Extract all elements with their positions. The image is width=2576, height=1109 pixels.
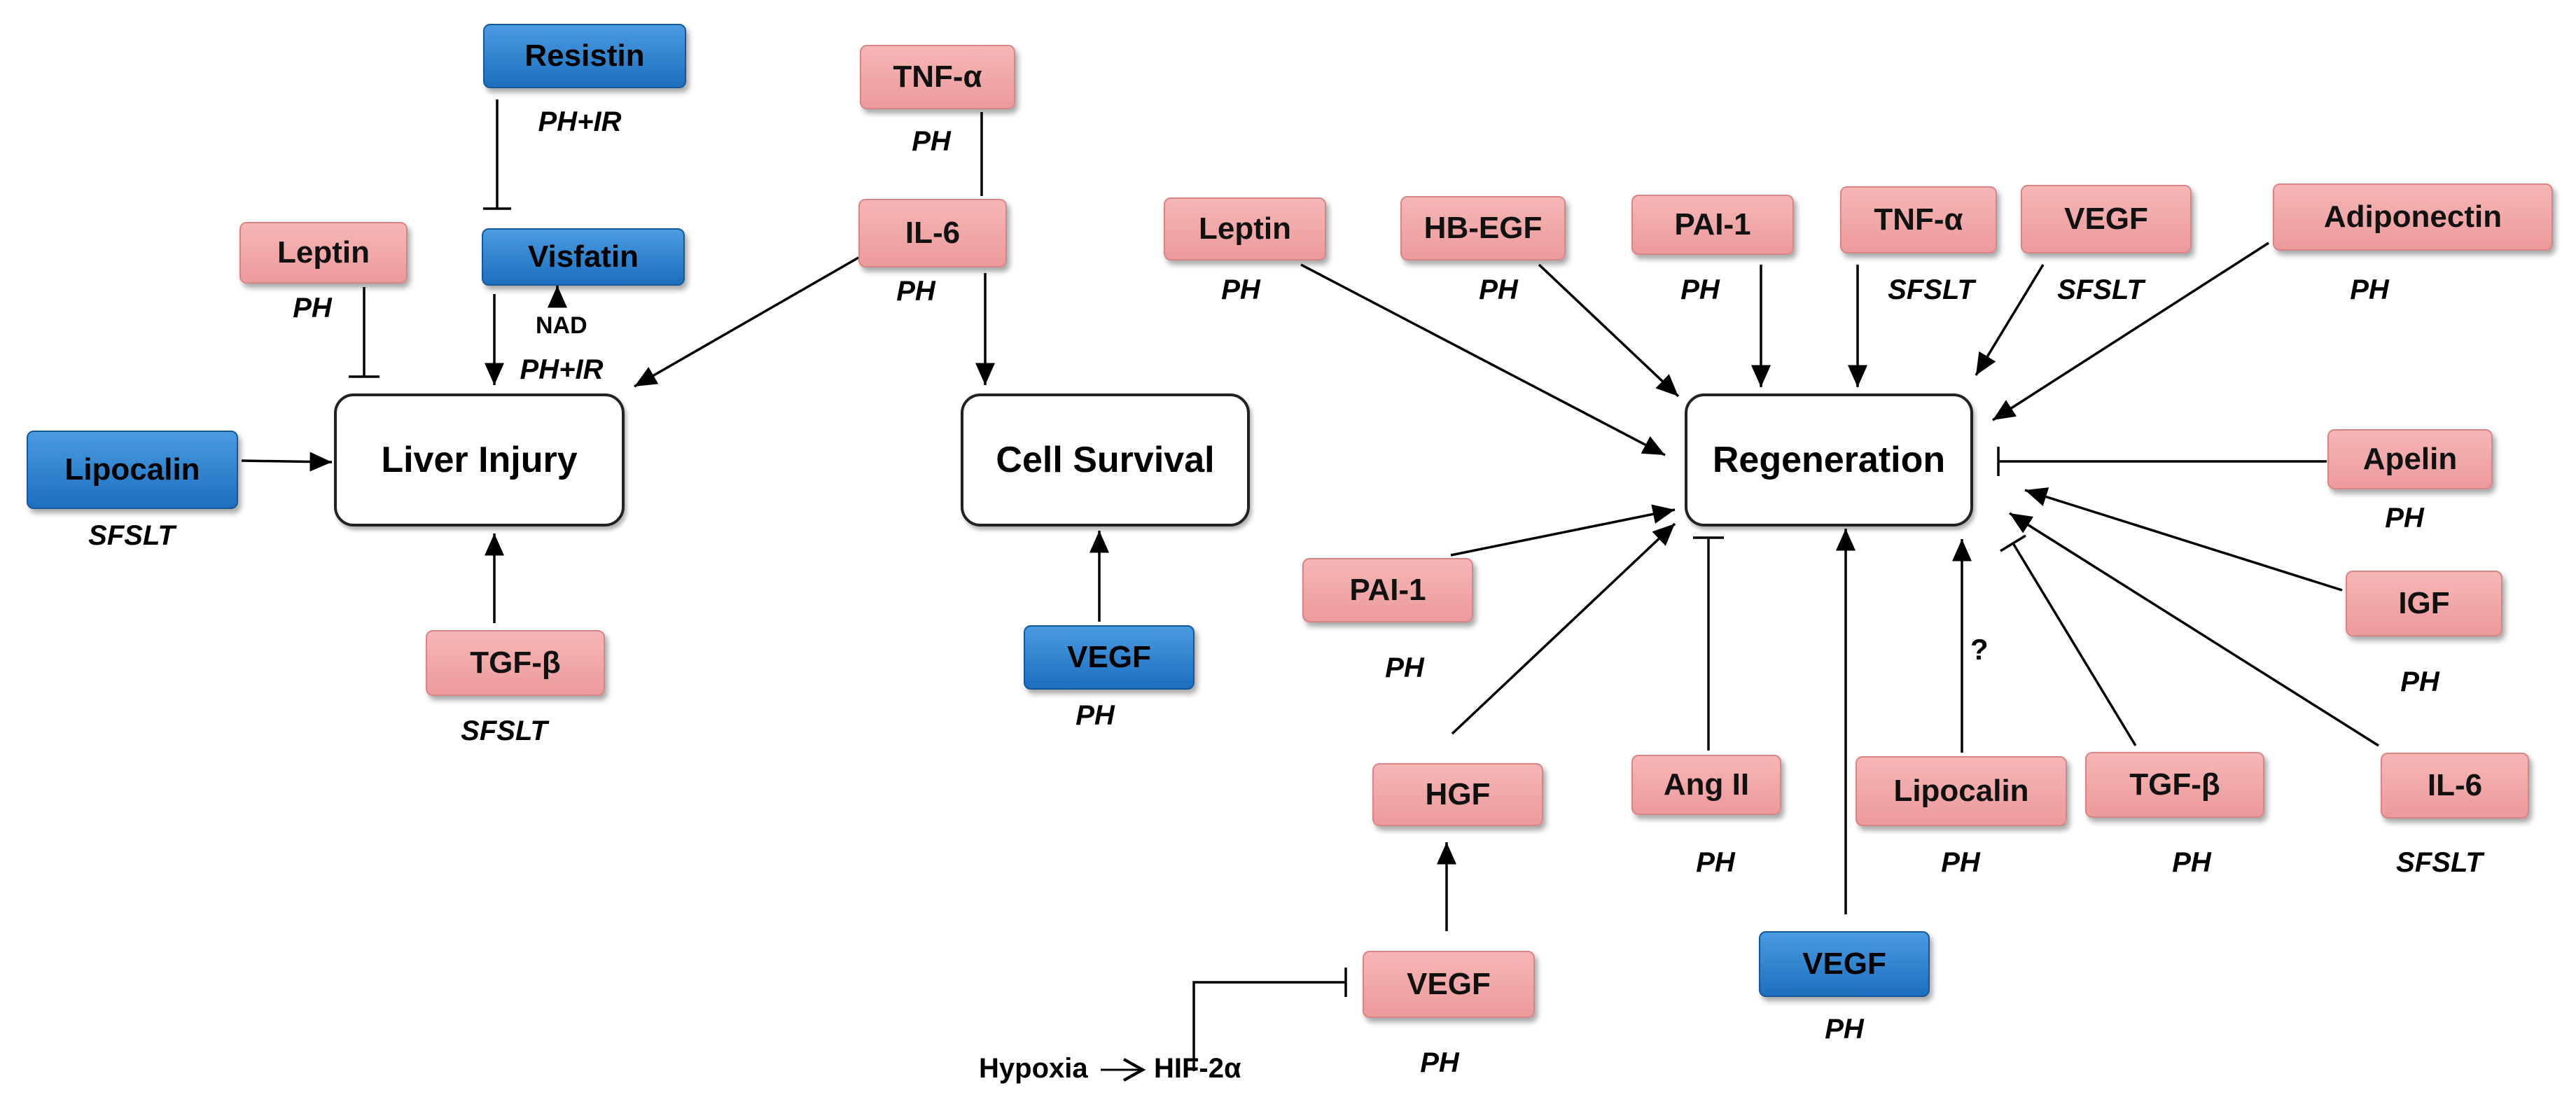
arrow-adiponectin-regeneration <box>1992 242 2269 421</box>
hypoxia-label: Hypoxia <box>979 1053 1088 1084</box>
il6-right-node: IL-6 <box>2381 753 2529 818</box>
inhibit-tgfb-regeneration <box>2012 543 2137 746</box>
vegf-bottom-node: VEGF <box>1759 931 1930 997</box>
lipocalin-right-note: PH <box>1941 847 1980 878</box>
apelin-note: PH <box>2385 503 2424 533</box>
tnfa-center-note: PH <box>912 126 951 157</box>
vegf-low-node: VEGF <box>1363 951 1535 1018</box>
pai1-left-note: PH <box>1385 653 1424 683</box>
tgfb-right-node: TGF-β <box>2085 752 2264 818</box>
vegf-top-node: VEGF <box>2021 185 2192 253</box>
arrow-leptin-regeneration <box>1300 263 1666 456</box>
cell-survival-box: Cell Survival <box>961 393 1250 526</box>
lipocalin-left-note: SFSLT <box>88 520 175 551</box>
pai1-top-note: PH <box>1680 274 1720 305</box>
pai1-left-node: PAI-1 <box>1302 558 1473 622</box>
apelin-node: Apelin <box>2327 429 2493 489</box>
arrow-igf-regeneration <box>2024 487 2343 592</box>
arrow-vegf-top-regeneration <box>1975 264 2045 376</box>
angii-node: Ang II <box>1631 755 1781 815</box>
hbegf-node: HB-EGF <box>1400 196 1566 260</box>
hgf-node: HGF <box>1372 763 1543 826</box>
tnfa-right-note: SFSLT <box>1888 274 1975 305</box>
leptin-right-node: Leptin <box>1164 197 1326 260</box>
igf-note: PH <box>2400 667 2439 697</box>
tnfa-right-node: TNF-α <box>1840 186 1997 253</box>
vegf-center-node: VEGF <box>1024 625 1195 690</box>
tgfb-right-note: PH <box>2172 847 2211 878</box>
leptin-left-note: PH <box>293 293 332 323</box>
question-mark: ? <box>1970 633 1989 666</box>
leptin-right-note: PH <box>1221 274 1260 305</box>
arrow-lipocalin-liver-injury <box>241 452 333 472</box>
angii-note: PH <box>1696 847 1735 878</box>
visfatin-node: Visfatin <box>482 228 685 286</box>
pai1-top-node: PAI-1 <box>1631 195 1794 255</box>
hif2a-label: HIF-2α <box>1154 1053 1241 1084</box>
adiponectin-note: PH <box>2350 274 2389 305</box>
vegf-low-note: PH <box>1420 1047 1459 1078</box>
vegf-bottom-note: PH <box>1825 1014 1864 1045</box>
hbegf-note: PH <box>1479 274 1518 305</box>
regeneration-box: Regeneration <box>1685 393 1973 526</box>
nad-label: NAD <box>536 312 587 339</box>
vegf-center-note: PH <box>1075 700 1115 731</box>
arrow-il6-liver-injury <box>634 256 859 388</box>
inhibit-hif2a-vegf <box>1192 981 1346 1071</box>
lipocalin-left-node: Lipocalin <box>27 431 238 509</box>
tnfa-center-node: TNF-α <box>860 45 1015 109</box>
inhibit-bar-tgfb <box>2000 534 2026 552</box>
arrow-hbegf-regeneration <box>1538 263 1680 398</box>
il6-center-node: IL-6 <box>858 199 1007 267</box>
tgfb-left-node: TGF-β <box>426 630 605 696</box>
liver-injury-box: Liver Injury <box>334 393 625 526</box>
arrow-il6-regeneration <box>2009 512 2379 747</box>
igf-node: IGF <box>2346 571 2502 636</box>
tgfb-left-note: SFSLT <box>461 716 548 746</box>
leptin-left-node: Leptin <box>239 222 408 284</box>
il6-center-note: PH <box>896 276 935 307</box>
resistin-node: Resistin <box>483 24 686 88</box>
arrow-hgf-regeneration <box>1451 522 1676 735</box>
resistin-note: PH+IR <box>538 106 622 137</box>
adiponectin-node: Adiponectin <box>2273 183 2553 251</box>
visfatin-note: PH+IR <box>520 354 604 385</box>
vegf-top-note: SFSLT <box>2057 274 2144 305</box>
il6-right-note: SFSLT <box>2396 847 2483 878</box>
arrow-pai1-left-regeneration <box>1450 504 1676 557</box>
lipocalin-right-node: Lipocalin <box>1856 756 2067 826</box>
